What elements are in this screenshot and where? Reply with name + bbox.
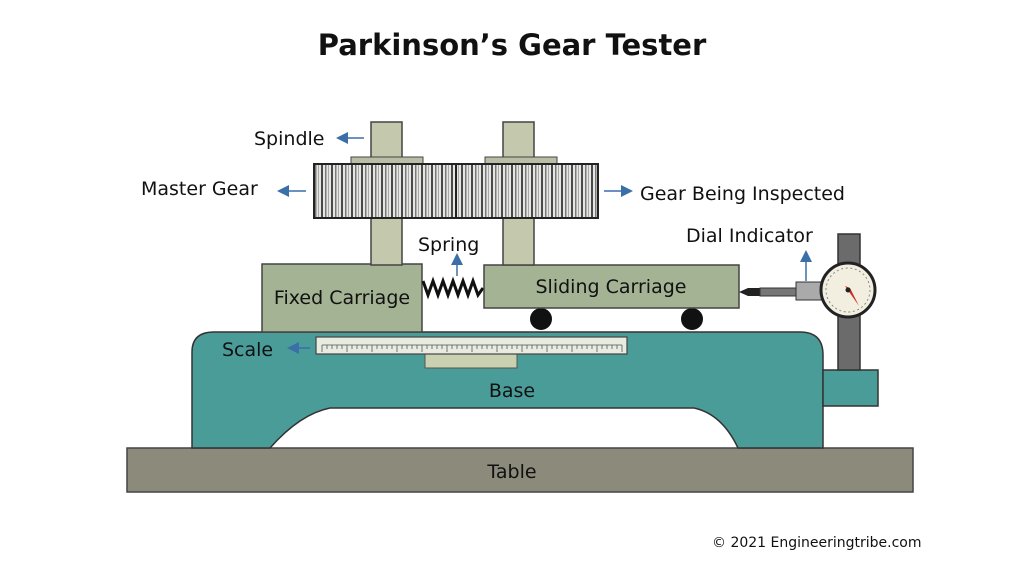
spindle-label: Spindle: [254, 128, 324, 150]
spring-label: Spring: [418, 234, 479, 256]
table: [126, 447, 914, 493]
fixed-carriage: [261, 263, 423, 333]
master-gear-label: Master Gear: [141, 178, 258, 200]
scale: [315, 336, 628, 355]
table-label: Table: [486, 461, 536, 483]
indicator-stem: [795, 281, 823, 301]
wheel-right: [681, 308, 703, 330]
gear-being-inspected: [455, 163, 599, 219]
base: [191, 331, 824, 449]
scale-label: Scale: [222, 339, 273, 361]
master-gear: [313, 163, 457, 219]
spring: [421, 276, 485, 300]
dial-inner-ring: [825, 267, 871, 313]
fixed-carriage-label: Fixed Carriage: [274, 287, 410, 309]
indicator-stand-block: [822, 369, 879, 407]
indicator-plunger-tip: [739, 288, 760, 296]
gear-being-inspected-label: Gear Being Inspected: [640, 183, 845, 205]
scale-ticks: [321, 344, 623, 352]
indicator-plunger: [759, 287, 799, 297]
wheel-left: [530, 308, 552, 330]
dial-hub: [845, 287, 851, 293]
sliding-carriage-label: Sliding Carriage: [536, 276, 687, 298]
copyright-notice: © 2021 Engineeringtribe.com: [712, 535, 922, 551]
sliding-carriage: [483, 264, 740, 309]
base-label: Base: [489, 380, 535, 402]
diagram-title: Parkinson’s Gear Tester: [317, 28, 707, 62]
dial-indicator-label: Dial Indicator: [686, 225, 813, 247]
